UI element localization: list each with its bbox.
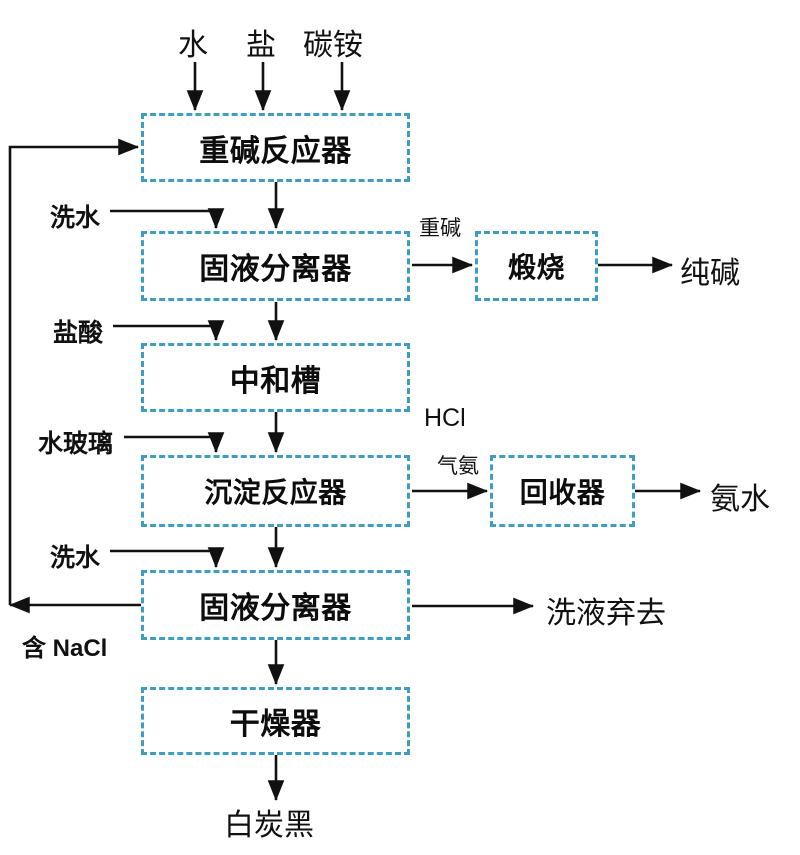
arrow-washwater2-to-separator2 xyxy=(110,547,225,569)
unit-separator-2[interactable]: 固液分离器 xyxy=(141,570,410,640)
stream-label-ammonia-gas: 气氨 xyxy=(437,455,479,478)
stream-label-hcl: HCl xyxy=(424,404,466,432)
unit-neutralizer[interactable]: 中和槽 xyxy=(141,343,410,412)
feed-label-wash-water-2: 洗水 xyxy=(50,544,101,572)
unit-label-neutralizer: 中和槽 xyxy=(229,364,322,398)
unit-label-dryer: 干燥器 xyxy=(229,708,322,741)
unit-precipitator[interactable]: 沉淀反应器 xyxy=(141,455,410,527)
output-label-soda-ash: 纯碱 xyxy=(680,257,740,290)
unit-bicarb-reactor[interactable]: 重碱反应器 xyxy=(141,113,410,182)
output-label-waste-liquor: 洗液弃去 xyxy=(546,597,666,630)
feed-label-water-glass: 水玻璃 xyxy=(38,430,114,458)
feed-label-hydrochloric: 盐酸 xyxy=(53,319,104,347)
unit-separator-1[interactable]: 固液分离器 xyxy=(141,231,410,301)
stream-label-crude-soda: 重碱 xyxy=(419,217,461,240)
unit-label-separator-2: 固液分离器 xyxy=(199,592,352,625)
unit-label-precipitator: 沉淀反应器 xyxy=(204,477,347,508)
unit-recovery[interactable]: 回收器 xyxy=(490,455,635,527)
feed-label-ammonium: 碳铵 xyxy=(303,29,363,62)
output-label-white-carbon: 白炭黑 xyxy=(224,809,314,842)
arrow-washwater1-to-separator1 xyxy=(110,208,225,230)
feed-label-salt: 盐 xyxy=(246,29,276,62)
feed-label-water: 水 xyxy=(178,29,208,62)
arrow-hcl-to-neutralizer xyxy=(113,320,225,342)
unit-label-separator-1: 固液分离器 xyxy=(199,253,352,286)
unit-dryer[interactable]: 干燥器 xyxy=(141,687,410,755)
output-label-ammonia-water: 氨水 xyxy=(710,483,770,516)
unit-label-recovery: 回收器 xyxy=(519,477,606,508)
unit-calciner[interactable]: 煅烧 xyxy=(475,231,598,301)
unit-label-calciner: 煅烧 xyxy=(507,252,565,283)
arrow-waterglass-to-precipitator xyxy=(124,432,225,454)
feed-label-wash-water-1: 洗水 xyxy=(50,204,101,232)
stream-label-recycle-nacl: 含 NaCl xyxy=(22,635,108,662)
unit-label-bicarb-reactor: 重碱反应器 xyxy=(199,134,352,168)
